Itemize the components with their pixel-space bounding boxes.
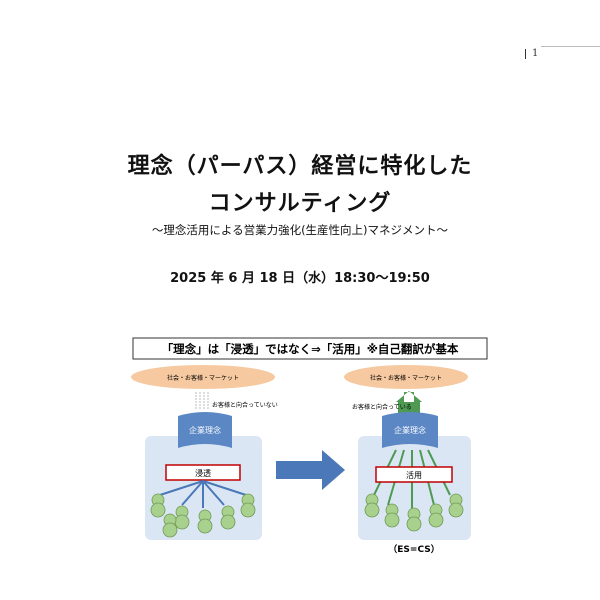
right-society-ellipse [344,365,468,389]
title-line-2: コンサルティング [208,191,392,216]
left-faint-arrows [195,392,209,410]
right-up-arrow-shaft [398,402,420,414]
right-facing-note: お客様と向合っている [352,403,412,411]
right-philosophy-box [382,412,438,448]
left-method-label: 浸透 [195,469,211,478]
left-society-ellipse [131,365,275,389]
right-method-label: 活用 [406,470,422,480]
right-up-arrow-head [396,391,422,402]
event-date: 2025 年 6 月 18 日（水）18:30～19:50 [170,271,430,286]
right-caption: （ES=CS） [388,544,439,555]
right-method-box [375,466,453,483]
left-philosophy-box [178,412,232,448]
right-people [364,493,464,532]
banner-text: 「理念」は「浸透」ではなく⇒「活用」※自己翻訳が基本 [162,342,459,356]
right-panel [358,436,471,540]
right-society-label: 社会・お客様・マーケット [370,374,442,382]
header-rule [541,46,600,47]
banner-box [132,337,488,360]
right-philosophy-label: 企業理念 [394,425,426,435]
left-facing-note: お客様と向合っていない [212,401,278,409]
page-number: 1 [525,48,538,59]
subtitle: ～理念活用による営業力強化(生産性向上)マネジメント～ [151,223,449,237]
left-method-box [165,464,241,481]
left-society-label: 社会・お客様・マーケット [167,374,239,382]
left-philosophy-label: 企業理念 [189,425,221,435]
transition-arrow [276,450,345,490]
title-line-1: 理念（パーパス）経営に特化した [127,154,473,179]
left-down-arrows [159,480,247,508]
left-people [150,493,256,538]
